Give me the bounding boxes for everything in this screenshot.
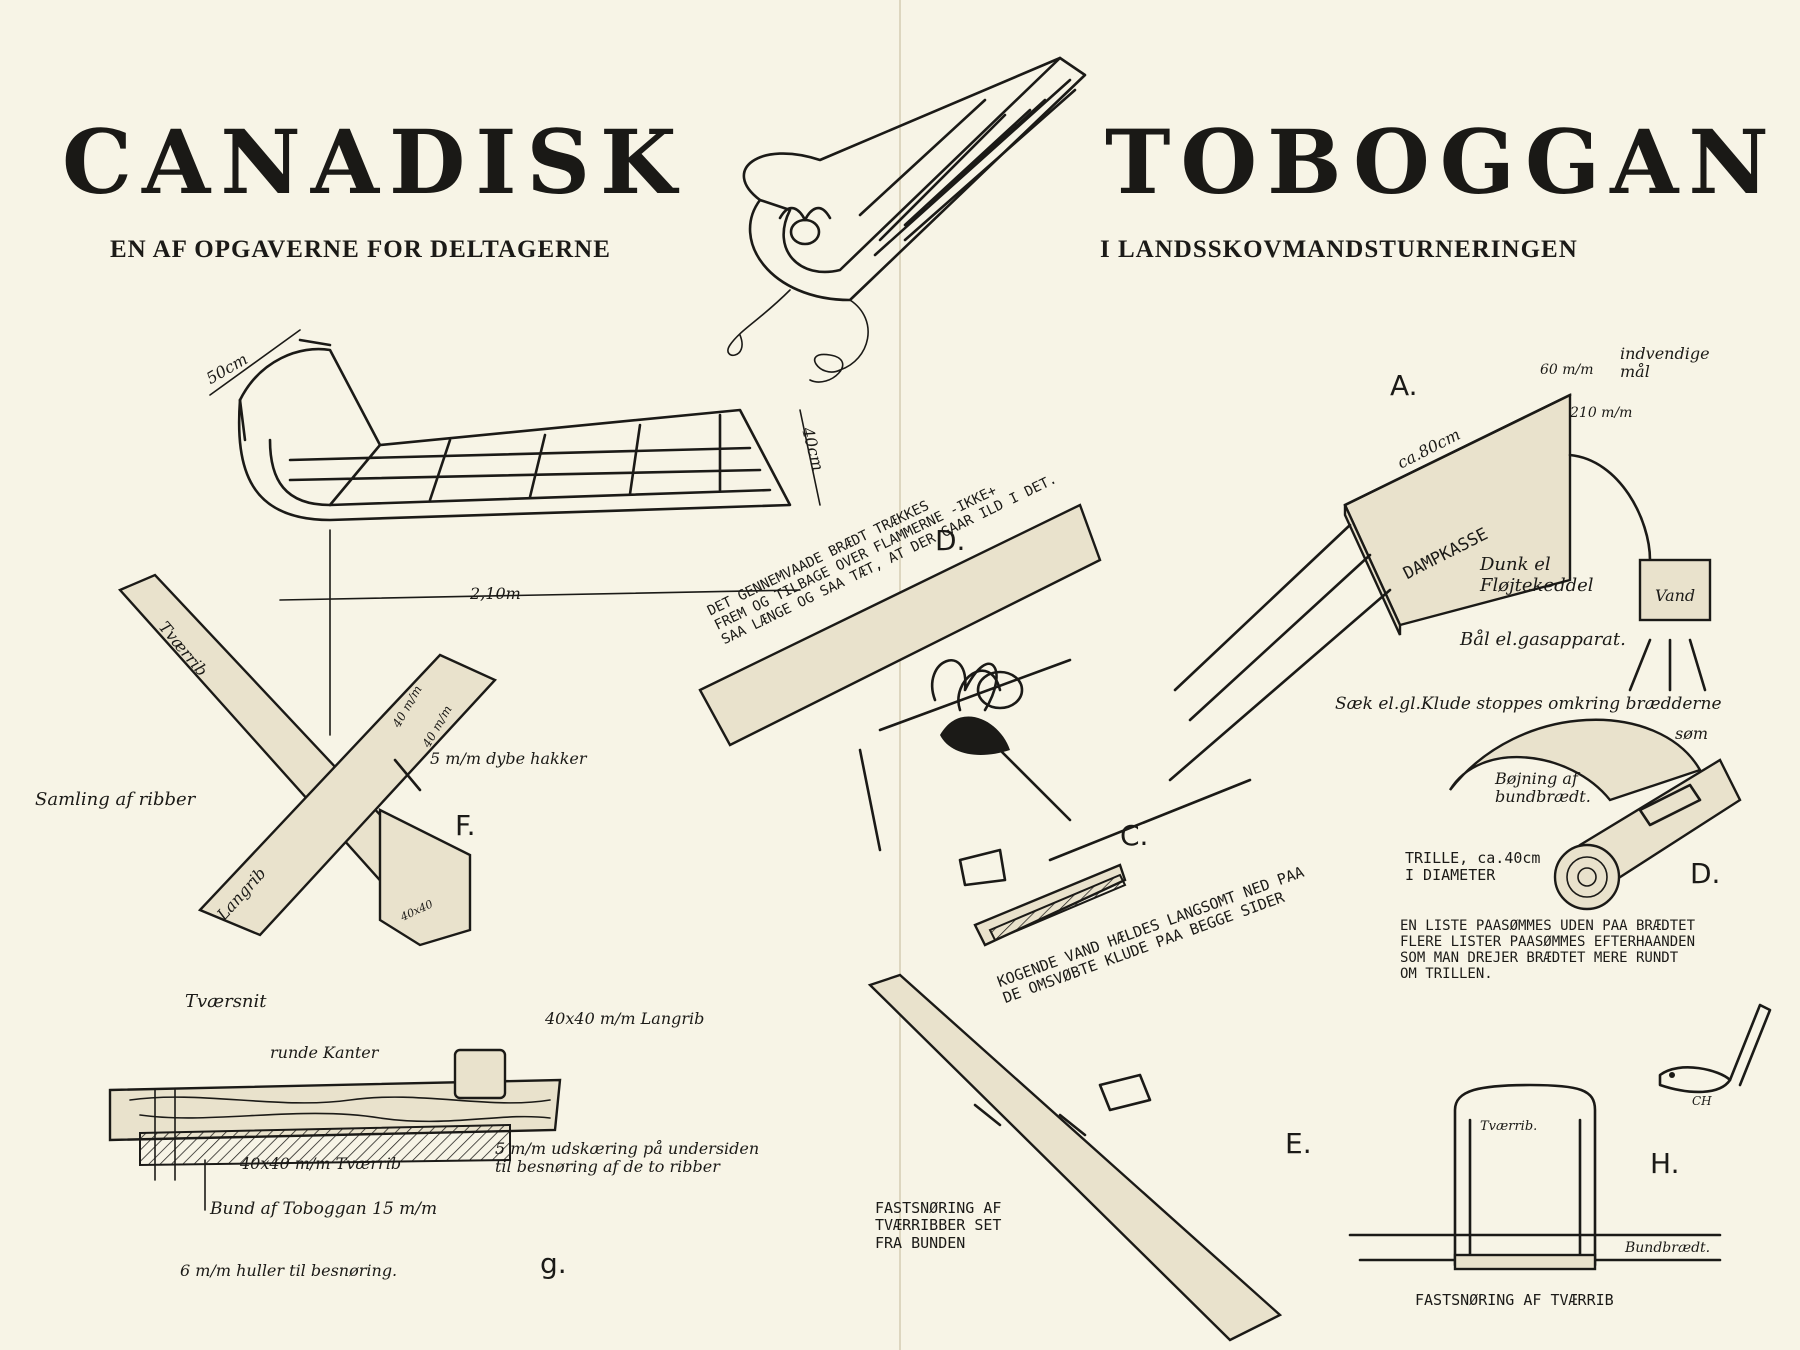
longrib-dimension-label: 40x40 m/m Langrib <box>545 1009 705 1028</box>
seam-label: søm <box>1675 724 1709 743</box>
lashing-bottom-drawing <box>867 973 1283 1342</box>
water-label: Vand <box>1655 586 1696 605</box>
crossrib-h-label: Tværrib. <box>1480 1119 1538 1134</box>
section-f-letter: F. <box>455 809 476 842</box>
rib-joint-label: Samling af ribber <box>35 789 196 810</box>
section-c-letter: C. <box>1120 819 1149 852</box>
inside-dimensions-label: indvendige mål <box>1620 344 1710 382</box>
toboggan-isometric-drawing <box>209 329 821 736</box>
artist-initials: CH <box>1692 1094 1712 1108</box>
lashing-crossrib-caption: FASTSNØRING AF TVÆRRIB <box>1415 1291 1614 1309</box>
bottom-thickness-label: Bund af Toboggan 15 m/m <box>210 1199 438 1219</box>
lacing-holes-label: 6 m/m huller til besnøring. <box>180 1261 398 1280</box>
section-g-letter: g. <box>540 1247 567 1280</box>
cross-section-drawing <box>108 1048 562 1211</box>
dimension-210: 210 m/m <box>1570 405 1633 421</box>
pouring-water-drawing <box>958 778 1252 947</box>
section-d-roller-letter: D. <box>1690 857 1721 890</box>
kettle-label: Dunk el Fløjtekeddel <box>1480 554 1594 596</box>
subtitle-right: I LANDSSKOVMANDSTURNERINGEN <box>1100 236 1578 263</box>
subtitle-left: EN AF OPGAVERNE FOR DELTAGERNE <box>110 236 611 263</box>
steam-box-drawing <box>1168 393 1712 782</box>
roller-drawing <box>1448 718 1742 911</box>
crossrib-dimension-label: 40x40 m/m Tværrib <box>240 1154 402 1173</box>
rounded-edges-label: runde Kanter <box>270 1043 379 1062</box>
section-a-letter: A. <box>1390 369 1418 402</box>
title-left: CANADISK <box>62 110 687 214</box>
roller-label: TRILLE, ca.40cm I DIAMETER <box>1405 849 1541 885</box>
rib-joint-drawing <box>117 573 498 947</box>
section-e-letter: E. <box>1285 1127 1312 1160</box>
bottom-board-label: Bundbrædt. <box>1625 1240 1711 1256</box>
cutout-label: 5 m/m udskæring på undersiden til besnør… <box>495 1139 760 1177</box>
notch-depth-label: 5 m/m dybe hakker <box>430 749 587 768</box>
lashing-bottom-caption: FASTSNØRING AF TVÆRRIBBER SET FRA BUNDEN <box>875 1199 1002 1252</box>
seal-instruction: Sæk el.gl.Klude stoppes omkring bræddern… <box>1335 694 1722 714</box>
section-d-fire-letter: D. <box>935 524 966 557</box>
cross-section-heading: Tværsnit <box>185 991 267 1012</box>
fire-bending-drawing <box>698 503 1102 852</box>
roller-instruction: EN LISTE PAASØMMES UDEN PAA BRÆDTET FLER… <box>1400 918 1696 983</box>
section-h-letter: H. <box>1650 1147 1680 1180</box>
bird-doodle <box>1658 1003 1772 1094</box>
dimension-60: 60 m/m <box>1540 362 1594 378</box>
length-dimension-label: 2,10m <box>470 584 521 603</box>
burner-label: Bål el.gasapparat. <box>1460 629 1626 650</box>
lashing-crossrib-drawing <box>1348 1083 1722 1271</box>
title-right: TOBOGGAN <box>1105 110 1779 214</box>
bend-label: Bøjning af bundbrædt. <box>1495 769 1591 807</box>
header-toboggan-drawing <box>727 56 1087 383</box>
